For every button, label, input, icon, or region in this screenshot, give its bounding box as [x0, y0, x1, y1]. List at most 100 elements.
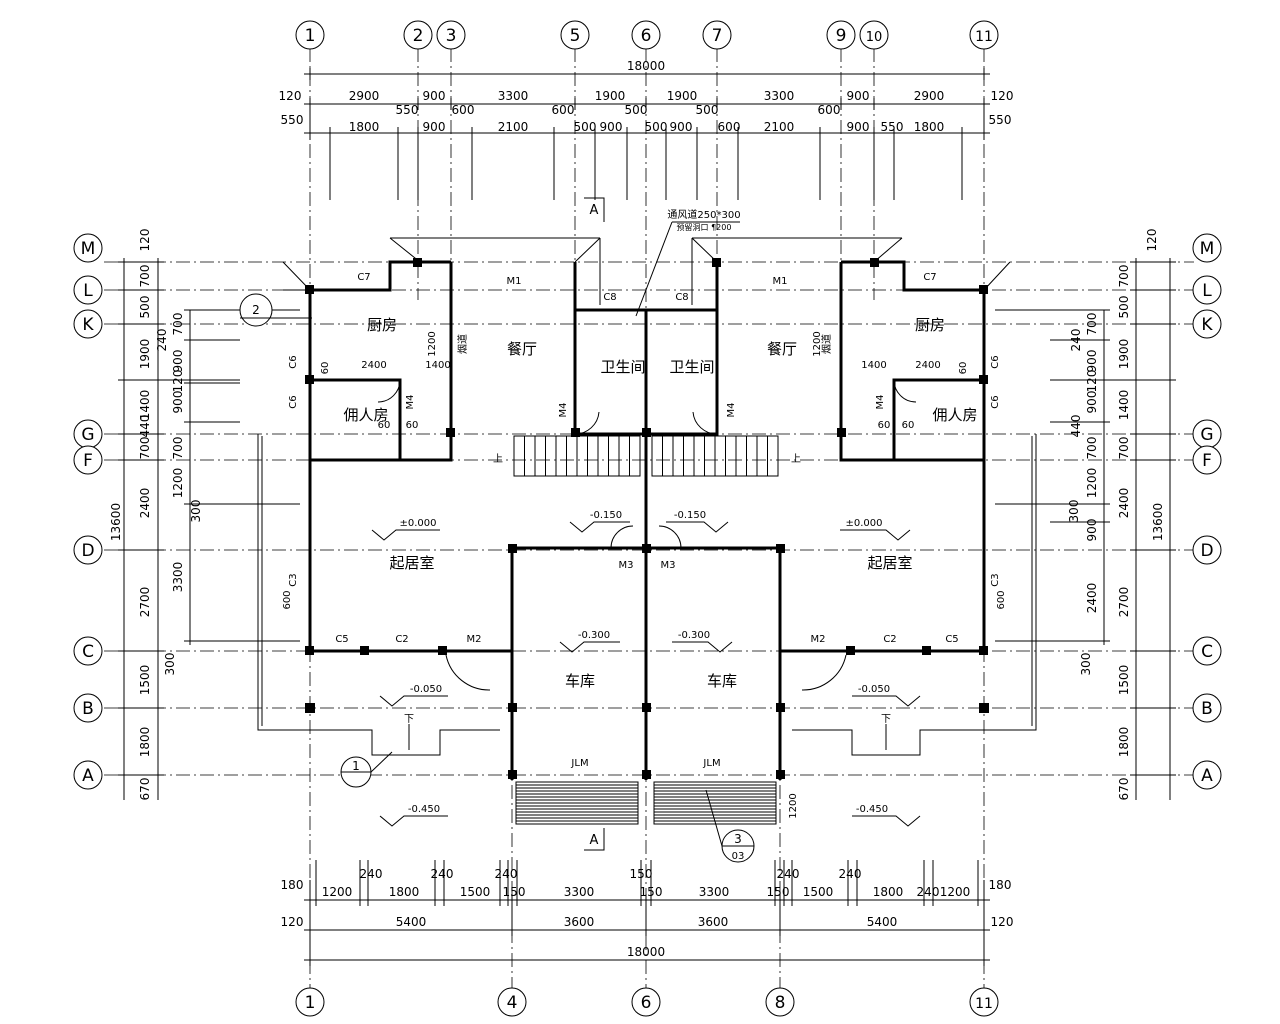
axis-bubble-right-M: M [1192, 233, 1222, 263]
svg-text:M3: M3 [661, 560, 676, 571]
svg-text:1: 1 [305, 993, 316, 1013]
axis-bubble-top-7: 7 [702, 20, 732, 50]
svg-text:D: D [1200, 541, 1213, 561]
opening-tags: M1 M1 M2 M2 M3 M3 M4 M4 M4 M4 C2 C2 C3 C… [288, 272, 1001, 769]
svg-text:670: 670 [138, 778, 152, 801]
vent-note-2: 预留洞口 ¶200 [677, 222, 732, 232]
svg-text:2400: 2400 [361, 360, 386, 371]
svg-text:500: 500 [574, 120, 597, 134]
svg-text:5400: 5400 [396, 915, 427, 929]
left-dimensions: 120 700 500 1900 1400 440 700 2400 2700 … [109, 229, 300, 801]
svg-text:JLM: JLM [570, 758, 588, 769]
elev-porch-right: -0.050 [858, 684, 890, 695]
svg-text:F: F [83, 451, 93, 471]
axis-bubble-right-K: K [1192, 309, 1222, 339]
axis-bubble-left-A: A [73, 760, 103, 790]
svg-text:900: 900 [1085, 519, 1099, 542]
svg-text:60: 60 [406, 420, 419, 431]
room-bathroom-right: 卫生间 [669, 358, 714, 376]
svg-text:700: 700 [1085, 437, 1099, 460]
elev-ground-right: -0.450 [856, 804, 888, 815]
svg-text:2700: 2700 [1117, 587, 1131, 618]
svg-text:2100: 2100 [498, 120, 529, 134]
svg-text:150: 150 [767, 885, 790, 899]
axis-bubble-bottom-11: 11 [969, 987, 999, 1017]
svg-text:240: 240 [360, 867, 383, 881]
svg-text:1800: 1800 [1117, 727, 1131, 758]
svg-text:C6: C6 [288, 395, 299, 408]
svg-text:C6: C6 [288, 355, 299, 368]
svg-text:3300: 3300 [699, 885, 730, 899]
svg-text:C6: C6 [990, 395, 1001, 408]
svg-text:120: 120 [281, 915, 304, 929]
svg-text:120: 120 [138, 229, 152, 252]
svg-text:5400: 5400 [867, 915, 898, 929]
horizontal-axis-lines [104, 261, 1194, 776]
svg-text:1200: 1200 [812, 331, 823, 356]
svg-text:C7: C7 [357, 272, 370, 283]
elev-stair-right: -0.150 [674, 510, 706, 521]
svg-text:500: 500 [1117, 296, 1131, 319]
svg-text:M4: M4 [405, 395, 416, 410]
svg-text:烟道: 烟道 [456, 334, 469, 354]
svg-text:150: 150 [503, 885, 526, 899]
svg-text:550: 550 [989, 113, 1012, 127]
svg-text:2100: 2100 [764, 120, 795, 134]
svg-text:1400: 1400 [425, 360, 450, 371]
svg-text:900: 900 [670, 120, 693, 134]
elev-living-left: ±0.000 [399, 518, 436, 529]
left-axis-bubbles: M L K G F D C B A [73, 233, 103, 790]
svg-text:1400: 1400 [861, 360, 886, 371]
svg-text:1200: 1200 [1085, 468, 1099, 499]
svg-text:1800: 1800 [349, 120, 380, 134]
svg-text:B: B [1201, 699, 1213, 719]
svg-text:900: 900 [423, 120, 446, 134]
axis-bubble-left-K: K [73, 309, 103, 339]
room-labels: 厨房 厨房 餐厅 餐厅 卫生间 卫生间 佣人房 佣人房 起居室 起居室 车库 车… [343, 316, 977, 690]
svg-text:6: 6 [641, 26, 652, 46]
svg-text:F: F [1202, 451, 1212, 471]
svg-text:3300: 3300 [564, 885, 595, 899]
svg-text:C5: C5 [335, 634, 348, 645]
svg-text:1900: 1900 [667, 89, 698, 103]
svg-text:300: 300 [163, 653, 177, 676]
svg-text:C2: C2 [883, 634, 896, 645]
svg-text:5: 5 [570, 26, 581, 46]
svg-text:6: 6 [641, 993, 652, 1013]
svg-text:550: 550 [281, 113, 304, 127]
svg-text:3: 3 [734, 832, 742, 846]
svg-text:60: 60 [378, 420, 391, 431]
svg-text:1800: 1800 [389, 885, 420, 899]
svg-text:1: 1 [305, 26, 316, 46]
svg-text:700: 700 [1117, 265, 1131, 288]
top-dimensions: 18000 120 2900 900 3300 1900 1900 3300 9… [279, 59, 1014, 200]
svg-text:600: 600 [818, 103, 841, 117]
svg-text:120: 120 [991, 89, 1014, 103]
svg-text:3300: 3300 [498, 89, 529, 103]
svg-text:11: 11 [975, 996, 993, 1012]
svg-text:2900: 2900 [349, 89, 380, 103]
svg-text:500: 500 [645, 120, 668, 134]
svg-text:C6: C6 [990, 355, 1001, 368]
svg-text:7: 7 [712, 26, 723, 46]
svg-text:JLM: JLM [702, 758, 720, 769]
axis-bubble-left-D: D [73, 535, 103, 565]
elev-stair-left: -0.150 [590, 510, 622, 521]
section-mark-top: A [590, 203, 599, 218]
svg-text:900: 900 [600, 120, 623, 134]
axis-bubble-left-C: C [73, 636, 103, 666]
section-mark-bottom: A [590, 833, 599, 848]
svg-text:60: 60 [320, 362, 331, 375]
svg-text:11: 11 [975, 29, 993, 45]
step-down-left: 下 [404, 714, 414, 725]
axis-bubble-top-2: 2 [403, 20, 433, 50]
axis-bubble-left-G: G [73, 419, 103, 449]
svg-text:1200: 1200 [171, 468, 185, 499]
svg-text:M4: M4 [875, 395, 886, 410]
room-dining-left: 餐厅 [507, 340, 537, 358]
svg-text:A: A [1201, 766, 1213, 786]
svg-text:1200: 1200 [940, 885, 971, 899]
svg-text:03: 03 [732, 851, 745, 862]
axis-bubble-bottom-8: 8 [765, 987, 795, 1017]
